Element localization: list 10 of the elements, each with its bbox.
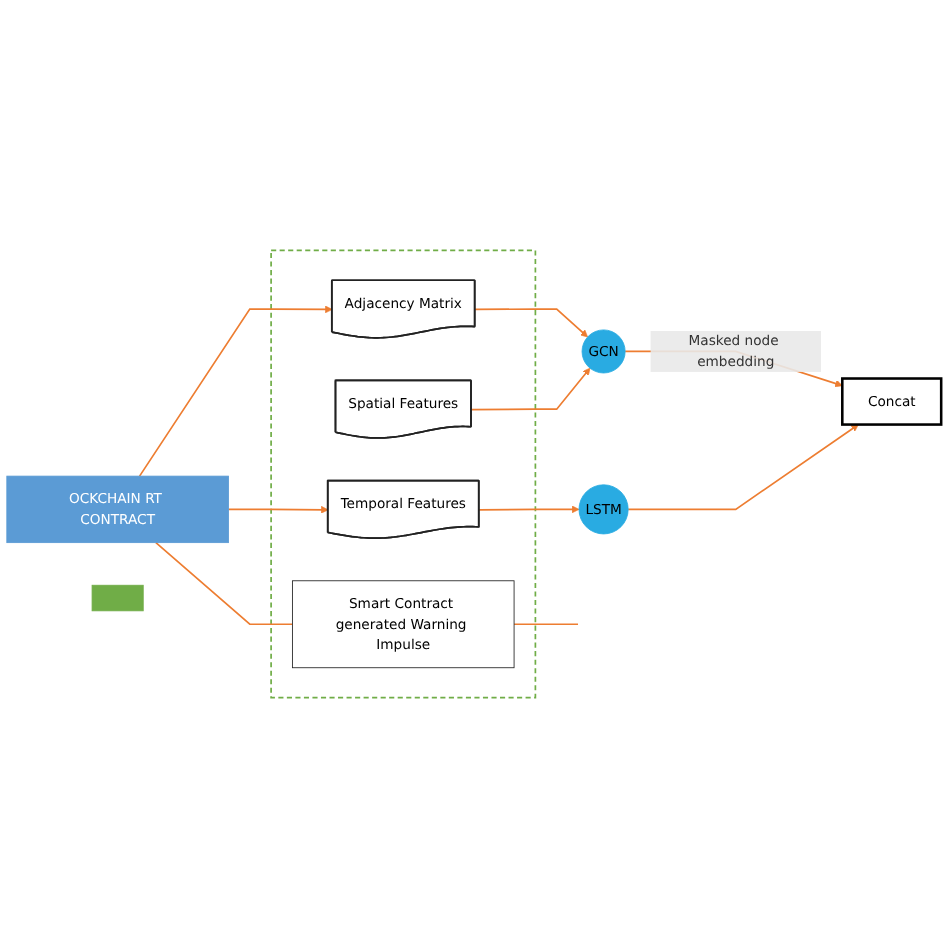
arrow [627, 424, 859, 511]
arrow [478, 505, 580, 514]
node-bar [91, 584, 144, 612]
connector [155, 541, 294, 626]
arrow [227, 506, 329, 514]
arrow [138, 305, 333, 477]
arrow [474, 308, 588, 338]
connector [513, 623, 579, 626]
cluster [270, 249, 537, 699]
arrow [470, 367, 591, 411]
